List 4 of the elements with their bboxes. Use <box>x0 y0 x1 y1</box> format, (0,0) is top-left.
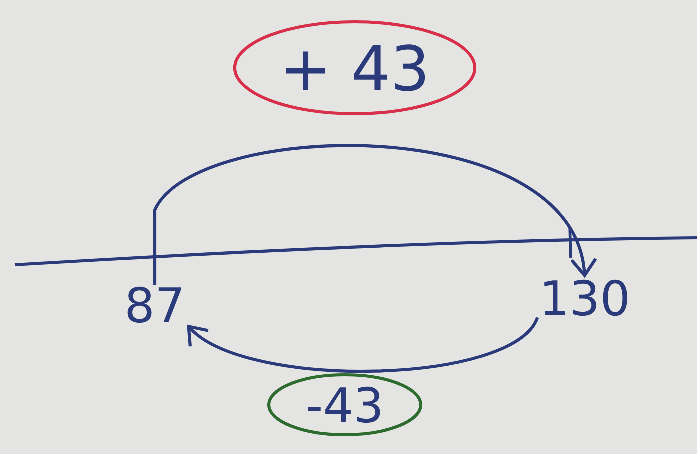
arrow <box>187 316 539 373</box>
arrow <box>153 144 598 286</box>
number-label: 130 <box>544 280 628 316</box>
number-label: 87 <box>128 286 182 324</box>
